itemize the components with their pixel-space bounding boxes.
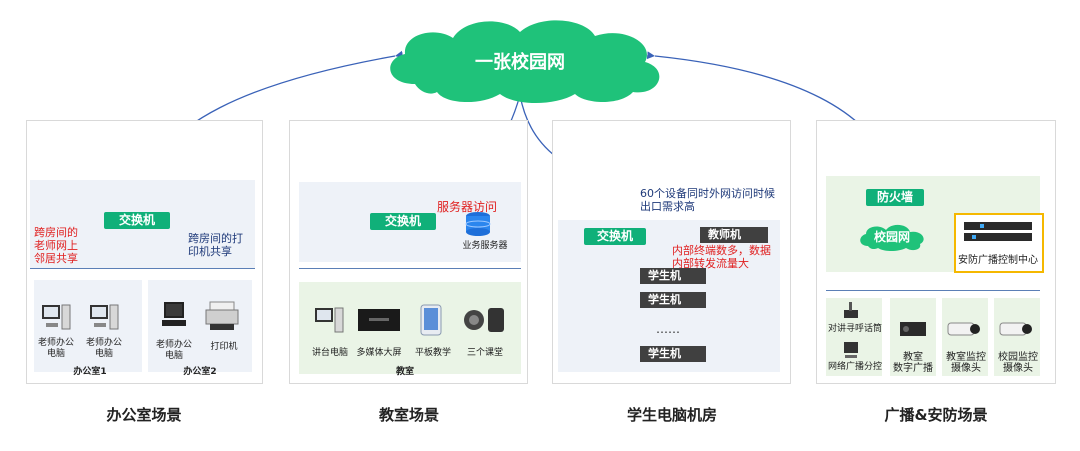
tablet-icon <box>420 304 442 336</box>
student-machine: 学生机 <box>640 292 706 308</box>
classroom-room-label: 教室 <box>395 367 414 377</box>
tablet-label: 平板教学 <box>414 348 451 358</box>
firewall: 防火墙 <box>866 189 924 206</box>
digital-broadcast-label: 教室数字广播 <box>893 352 933 374</box>
office-switch: 交换机 <box>104 212 170 229</box>
campus-network-cloud: 一张校园网 <box>390 20 660 103</box>
classroom-camera-label: 教室监控摄像头 <box>946 352 986 374</box>
office-note-left: 跨房间的老师网上邻居共享 <box>34 226 78 265</box>
security-device-zone <box>994 298 1040 376</box>
student-machine: 学生机 <box>640 346 706 362</box>
video-conference-icon <box>464 308 504 332</box>
teacher-pc-icon <box>90 304 119 330</box>
control-center-label: 安防广播控制中心 <box>958 255 1038 266</box>
cloud-title: 一张校园网 <box>475 51 565 73</box>
pc-icon <box>844 342 858 358</box>
classroom-title: 教室场景 <box>378 406 439 424</box>
office-room1-label: 办公室1 <box>73 367 107 377</box>
podium-pc-label: 讲台电脑 <box>311 348 348 358</box>
office-device-label: 老师办公电脑 <box>85 338 122 359</box>
lab-title: 学生电脑机房 <box>626 406 717 424</box>
office-title: 办公室场景 <box>106 406 182 424</box>
printer-label: 打印机 <box>210 342 238 352</box>
database-server-icon <box>465 212 491 236</box>
security-device-zone <box>942 298 988 376</box>
lab-switch: 交换机 <box>584 228 646 245</box>
security-device-zone <box>890 298 936 376</box>
lab-note-mid: 内部终端数多，数据内部转发流量大 <box>672 244 771 270</box>
smart-screen-icon <box>358 309 400 331</box>
broadcast-sub-label: 网络广播分控 <box>827 362 882 372</box>
server-label: 业务服务器 <box>462 241 508 251</box>
teacher-pc-icon <box>162 302 186 326</box>
podium-pc-icon <box>315 307 344 333</box>
lab-ellipsis: …… <box>656 322 680 336</box>
intercom-label: 对讲寻呼话筒 <box>827 324 882 334</box>
student-machine: 学生机 <box>640 268 706 284</box>
smart-screen-label: 多媒体大屏 <box>356 348 402 358</box>
campus-camera-label: 校园监控摄像头 <box>998 352 1038 374</box>
office-device-label: 老师办公电脑 <box>155 340 192 361</box>
office-note-right: 跨房间的打印机共享 <box>188 232 243 258</box>
campus-net-cloud: 校园网 <box>860 224 924 251</box>
security-divider <box>826 290 1040 291</box>
teacher-pc-icon <box>42 304 71 330</box>
classroom-divider <box>299 268 521 269</box>
security-title: 广播&安防场景 <box>884 406 988 424</box>
teacher-machine: 教师机 <box>700 227 768 243</box>
classroom-switch: 交换机 <box>370 213 436 230</box>
video-conference-label: 三个课堂 <box>466 348 503 358</box>
lab-note-top: 60个设备同时外网访问时候出口需求高 <box>640 187 775 213</box>
digital-broadcast-icon <box>900 322 926 336</box>
camera-icon <box>947 322 980 336</box>
camera-icon <box>999 322 1032 336</box>
office-device-label: 老师办公电脑 <box>37 338 74 359</box>
office-divider <box>30 268 255 269</box>
printer-icon <box>205 301 239 330</box>
rack-device-icon <box>964 222 1032 241</box>
office-room2-label: 办公室2 <box>183 367 217 377</box>
server-access-note: 服务器访问 <box>437 200 498 214</box>
microphone-icon <box>844 302 858 318</box>
campus-net-label: 校园网 <box>874 229 910 244</box>
